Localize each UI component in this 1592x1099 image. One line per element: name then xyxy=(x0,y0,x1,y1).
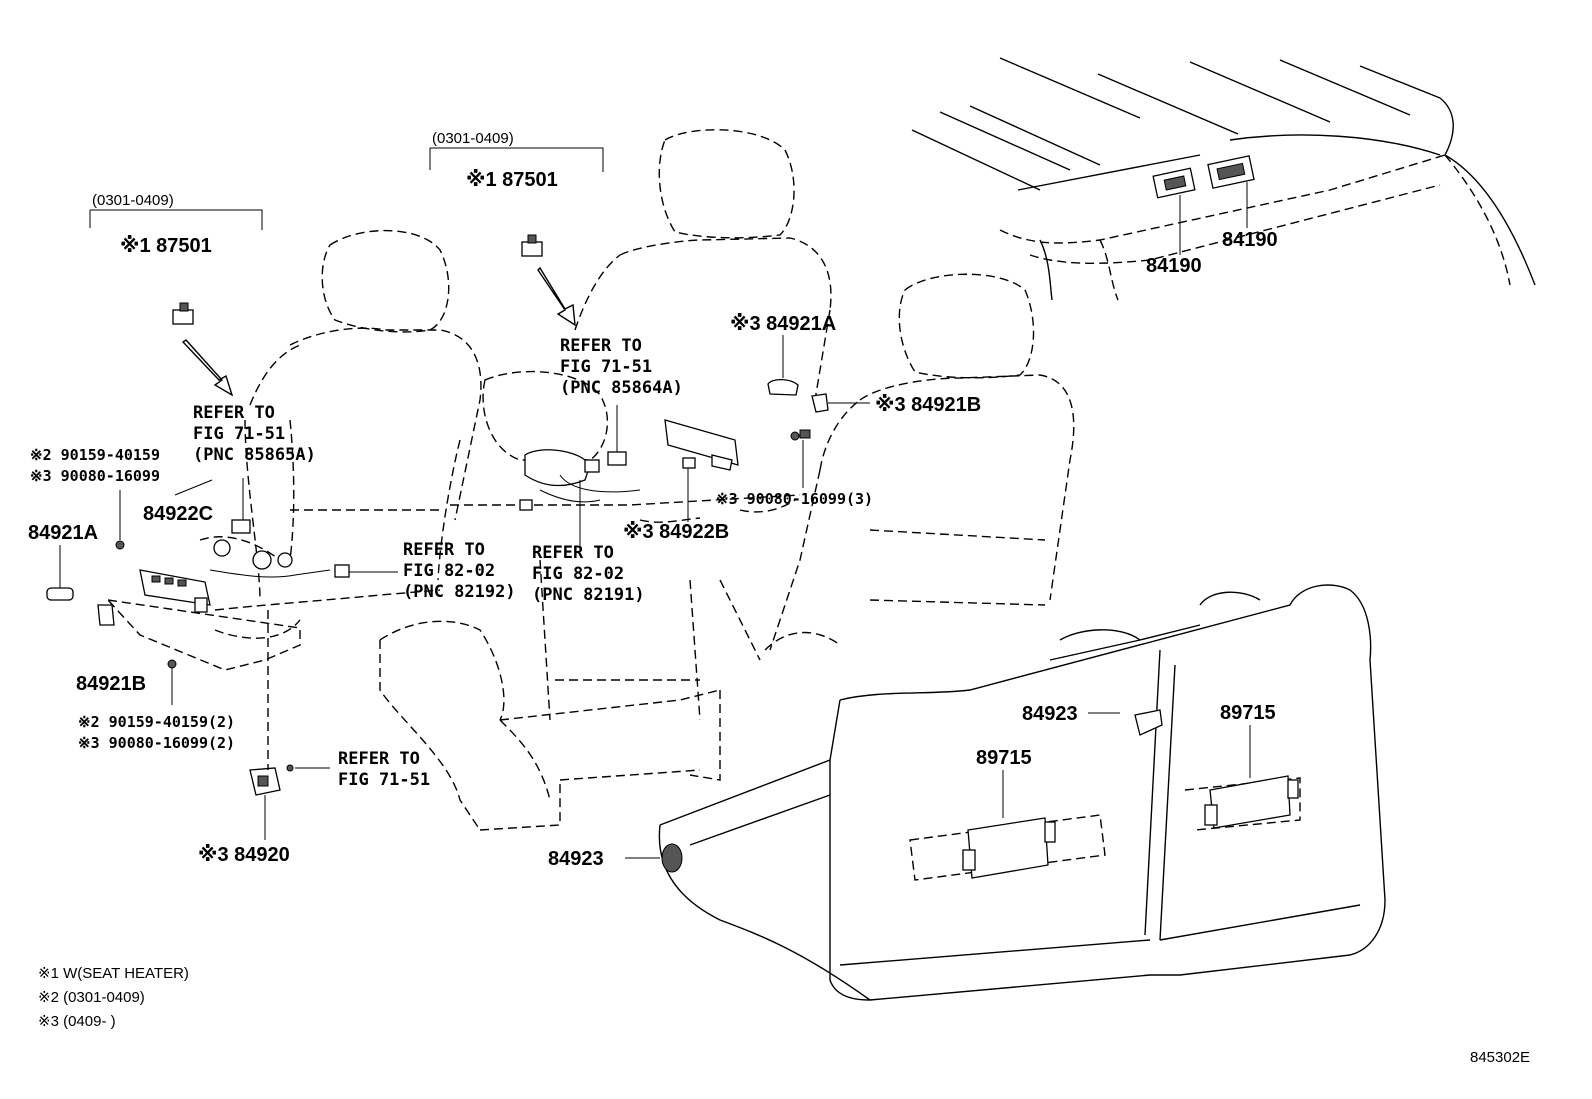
ref-left-3: (PNC 85865A) xyxy=(193,445,316,465)
ref-center-3: (PNC 85864A) xyxy=(560,378,683,398)
range-left: (0301-0409) xyxy=(92,192,174,209)
ref-mid2-3: (PNC 82191) xyxy=(532,585,645,605)
ref-mid2-1: REFER TO xyxy=(532,543,614,563)
part-90080-bottom: ※3 90080-16099(2) xyxy=(78,734,235,752)
ref-mid-2: FIG 82-02 xyxy=(403,561,495,581)
ref-bottom-1: REFER TO xyxy=(338,749,420,769)
left-seat xyxy=(214,229,482,639)
part-84921b-center: ※3 84921B xyxy=(875,394,981,416)
ref-mid-3: (PNC 82192) xyxy=(403,582,516,602)
part-84921b-left: 84921B xyxy=(76,673,146,695)
rear-bench xyxy=(658,584,1386,1001)
part-84190-a: 84190 xyxy=(1146,255,1202,277)
ref-left-2: FIG 71-51 xyxy=(193,424,285,444)
center-seat xyxy=(379,129,832,831)
part-87501-left: ※1 87501 xyxy=(120,235,212,257)
part-89715-a: 89715 xyxy=(976,747,1032,769)
part-90159-top: ※2 90159-40159 xyxy=(30,446,160,464)
part-84923-b: 84923 xyxy=(548,848,604,870)
ref-bottom-2: FIG 71-51 xyxy=(338,770,430,790)
part-84922b: ※3 84922B xyxy=(623,521,729,543)
part-84921a-center: ※3 84921A xyxy=(730,313,836,335)
ref-mid2-2: FIG 82-02 xyxy=(532,564,624,584)
part-87501-center: ※1 87501 xyxy=(466,169,558,191)
right-seat xyxy=(719,273,1075,661)
ref-center-1: REFER TO xyxy=(560,336,642,356)
labels: (0301-0409) (0301-0409) ※1 87501 ※1 8750… xyxy=(28,130,1530,1066)
part-84190-b: 84190 xyxy=(1222,229,1278,251)
center-parts xyxy=(519,234,870,550)
note-1: ※1 W(SEAT HEATER) xyxy=(38,965,189,982)
part-84921a-left: 84921A xyxy=(28,522,98,544)
note-2: ※2 (0301-0409) xyxy=(38,989,145,1006)
figure-id: 845302E xyxy=(1470,1049,1530,1066)
note-3: ※3 (0409- ) xyxy=(38,1013,116,1030)
range-center: (0301-0409) xyxy=(432,130,514,147)
part-84920: ※3 84920 xyxy=(198,844,290,866)
part-90159-bottom: ※2 90159-40159(2) xyxy=(78,713,235,731)
roof-panel xyxy=(911,57,1536,301)
part-90080-top: ※3 90080-16099 xyxy=(30,467,160,485)
part-84922c: 84922C xyxy=(143,503,213,525)
part-89715-b: 89715 xyxy=(1220,702,1276,724)
leader-lines xyxy=(89,147,1251,859)
ref-center-2: FIG 71-51 xyxy=(560,357,652,377)
left-parts xyxy=(46,302,350,840)
ref-mid-1: REFER TO xyxy=(403,540,485,560)
part-84923-a: 84923 xyxy=(1022,703,1078,725)
part-90080-center: ※3 90080-16099(3) xyxy=(716,490,873,508)
ref-left-1: REFER TO xyxy=(193,403,275,423)
